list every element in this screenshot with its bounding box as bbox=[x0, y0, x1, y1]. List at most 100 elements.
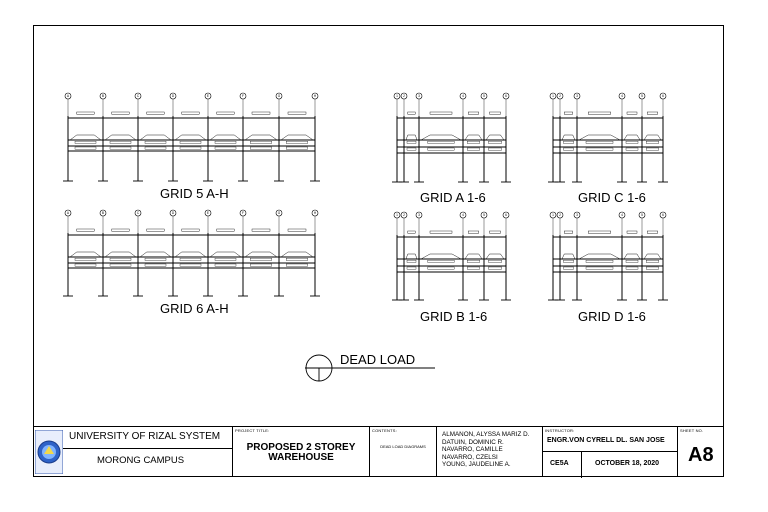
contents-value: DEAD LOAD DIAGRAMS bbox=[380, 444, 426, 449]
grid-6-load-label bbox=[216, 228, 235, 232]
grid-a-load-label bbox=[406, 147, 417, 151]
grid-6-load-diagram bbox=[69, 251, 102, 258]
grid-a-load-label bbox=[406, 141, 417, 144]
contents-label: CONTENTS: bbox=[372, 428, 397, 433]
university-cell: UNIVERSITY OF RIZAL SYSTEM MORONG CAMPUS bbox=[33, 427, 233, 477]
grid-6-load-label bbox=[214, 258, 237, 261]
grid-a-load-label bbox=[468, 111, 479, 115]
grid-5-bubble-label: C bbox=[137, 94, 140, 98]
grid-5-load-label bbox=[74, 146, 97, 150]
grid-a-bubble-label: 1 bbox=[396, 94, 398, 98]
university-divider bbox=[63, 448, 233, 449]
grid-a-bubble-label: 3 bbox=[418, 94, 420, 98]
drawing-sheet-border bbox=[33, 25, 724, 477]
grid-6-bubble-label: D bbox=[172, 211, 175, 215]
grid-5-load-diagram bbox=[174, 134, 207, 141]
member-names: ALMANON, ALYSSA MARIZ D.DATUIN, DOMINIC … bbox=[442, 431, 529, 469]
grid-c-bubble-label: 4 bbox=[621, 94, 623, 98]
grid-5-bubble-label: A bbox=[67, 94, 70, 98]
grid-c-load-label bbox=[625, 141, 639, 144]
grid-c-load-label bbox=[646, 147, 659, 151]
grid-6-load-label bbox=[251, 228, 271, 232]
grid-c-bubble-label: 2 bbox=[559, 94, 561, 98]
grid-5-bubble-label: G bbox=[278, 94, 281, 98]
grid-c-load-label bbox=[588, 111, 611, 115]
grid-d-load-diagram bbox=[623, 253, 641, 260]
grid-5-load-label bbox=[109, 146, 132, 150]
grid-a-bubble-label: 5 bbox=[483, 94, 485, 98]
project-title-line2: WAREHOUSE bbox=[268, 452, 334, 463]
grid-b-bubble-label: 4 bbox=[462, 213, 464, 217]
grid-c-load-label bbox=[563, 141, 574, 144]
grid-c-load-diagram bbox=[561, 134, 576, 141]
grid-b-load-label bbox=[488, 260, 502, 263]
grid-b-load-diagram bbox=[485, 253, 505, 260]
grid-6-load-label bbox=[181, 228, 200, 232]
instructor-divider bbox=[543, 451, 677, 452]
grid-d-bubble-label: 2 bbox=[559, 213, 561, 217]
grid-5-bubble-label: E bbox=[207, 94, 209, 98]
grid-b-load-diagram bbox=[464, 253, 483, 260]
grid-5-title: GRID 5 A-H bbox=[160, 186, 229, 201]
grid-d-load-diagram bbox=[643, 253, 662, 260]
grid-6-load-label bbox=[287, 228, 307, 232]
grid-6-load-diagram bbox=[209, 251, 242, 258]
grid-6-load-label bbox=[109, 258, 132, 261]
grid-5-bubble-label: B bbox=[102, 94, 104, 98]
grid-5-load-label bbox=[109, 141, 132, 144]
grid-a-load-label bbox=[488, 147, 502, 151]
contents-cell: CONTENTS: DEAD LOAD DIAGRAMS bbox=[370, 427, 437, 477]
grid-5-load-label bbox=[74, 141, 97, 144]
grid-6-load-diagram bbox=[280, 251, 314, 258]
grid-5-load-label bbox=[250, 146, 272, 150]
grid-6-load-diagram bbox=[104, 251, 137, 258]
grid-5-load-label bbox=[214, 146, 237, 150]
campus-name: MORONG CAMPUS bbox=[97, 455, 185, 466]
grid-b-load-diagram bbox=[420, 253, 462, 260]
grid-6-load-label bbox=[146, 228, 165, 232]
grid-d-load-label bbox=[585, 266, 614, 270]
member-name: NAVARRO, CZELSI bbox=[442, 453, 498, 461]
grid-c-bubble-label: 6 bbox=[662, 94, 664, 98]
grid-d-load-label bbox=[563, 266, 574, 270]
grid-a-bubble-label: 6 bbox=[505, 94, 507, 98]
grid-c-bubble-label: 1 bbox=[552, 94, 554, 98]
grid-c-load-label bbox=[564, 111, 573, 115]
project-cell: PROJECT TITLE: PROPOSED 2 STOREY WAREHOU… bbox=[233, 427, 370, 477]
grid-d-load-label bbox=[647, 230, 658, 234]
grid-a-load-label bbox=[427, 141, 455, 144]
grid-a-load-diagram bbox=[420, 134, 462, 141]
grid-c-load-label bbox=[626, 111, 638, 115]
grid-5-bubble-label: F bbox=[242, 94, 244, 98]
grid-6-bubble-label: F bbox=[242, 211, 244, 215]
grid-6-load-label bbox=[179, 258, 202, 261]
grid-d-load-label bbox=[625, 266, 639, 270]
grid-a-load-label bbox=[488, 141, 502, 144]
grid-d-load-diagram bbox=[561, 253, 576, 260]
grid-a-bubble-label: 2 bbox=[403, 94, 405, 98]
grid-6-bubble-label: H bbox=[314, 211, 317, 215]
grid-b-bubble-label: 2 bbox=[403, 213, 405, 217]
grid-d-load-diagram bbox=[578, 253, 621, 260]
grid-d-bubble-label: 6 bbox=[662, 213, 664, 217]
grid-6-load-label bbox=[111, 228, 130, 232]
grid-5-load-label bbox=[251, 111, 271, 115]
grid-6-load-diagram bbox=[139, 251, 172, 258]
grid-b-bubble-label: 3 bbox=[418, 213, 420, 217]
project-title-line1: PROPOSED 2 STOREY bbox=[246, 442, 356, 453]
members-cell: ALMANON, ALYSSA MARIZ D.DATUIN, DOMINIC … bbox=[437, 427, 543, 477]
grid-6-load-label bbox=[286, 258, 308, 261]
grid-c-load-label bbox=[563, 147, 574, 151]
grid-5-load-label bbox=[250, 141, 272, 144]
grid-5-load-diagram bbox=[139, 134, 172, 141]
grid-b-bubble-label: 5 bbox=[483, 213, 485, 217]
grid-6-load-label bbox=[250, 258, 272, 261]
member-name: YOUNG, JAUDELINE A. bbox=[442, 461, 511, 469]
grid-b-load-label bbox=[427, 260, 455, 263]
date-value: OCTOBER 18, 2020 bbox=[595, 460, 660, 467]
grid-c-load-label bbox=[625, 147, 639, 151]
member-name: ALMANON, ALYSSA MARIZ D. bbox=[442, 431, 530, 438]
grid-5-load-label bbox=[144, 141, 167, 144]
grid-b-load-label bbox=[467, 260, 480, 263]
grid-6-load-label bbox=[179, 263, 202, 267]
